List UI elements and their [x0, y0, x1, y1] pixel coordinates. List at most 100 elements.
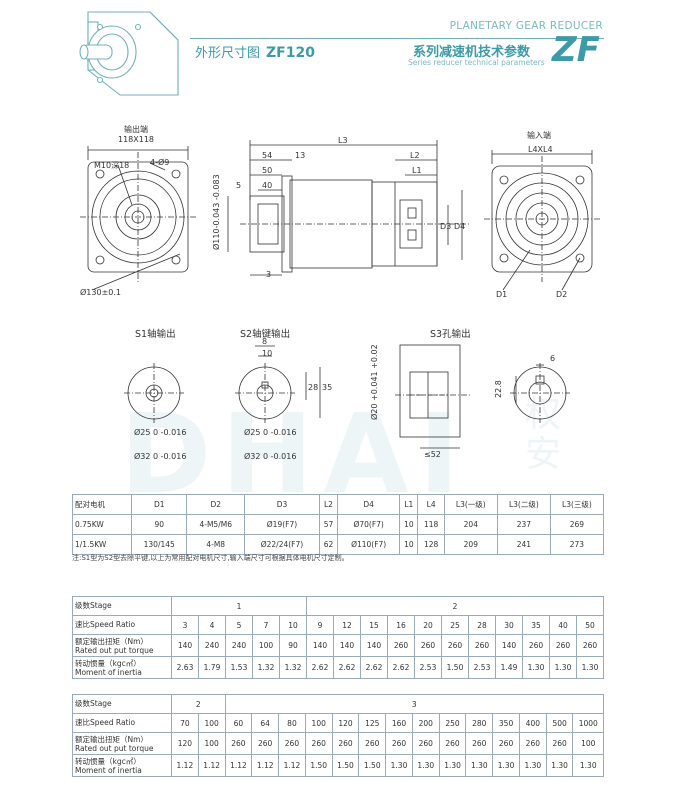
- table-cell: 10: [399, 534, 419, 555]
- torque-cell: 140: [171, 634, 199, 657]
- inertia-cell: 1.12: [251, 754, 280, 777]
- inertia-label-en: Moment of inertia: [75, 667, 142, 677]
- table-header-cell: D1: [131, 494, 188, 515]
- s2-28: 28: [308, 383, 319, 392]
- table-note: 注:S1型为S2型去除平键,以上为常用配对电机尺寸,输入端尺寸可根据具体电机尺寸…: [72, 554, 349, 562]
- ratio-cell: 280: [465, 713, 494, 733]
- torque-cell: 260: [522, 634, 550, 657]
- dim-50: 50: [262, 166, 273, 175]
- ratio-cell: 20: [414, 615, 442, 635]
- torque-cell: 260: [251, 732, 280, 755]
- ratio-label: 速比Speed Ratio: [72, 615, 172, 635]
- s3-6: 6: [550, 354, 556, 363]
- s1-d25: Ø25 0 -0.016: [134, 428, 187, 437]
- table-cell: 0.75KW: [71, 514, 133, 535]
- torque-cell: 260: [576, 634, 604, 657]
- ratio-cell: 160: [385, 713, 413, 733]
- torque-cell: 260: [358, 732, 387, 755]
- ratio-cell: 9: [306, 615, 334, 635]
- stage-value: 3: [224, 694, 605, 714]
- table-cell: Ø70(F7): [337, 514, 401, 535]
- torque-cell: 240: [225, 634, 253, 657]
- inertia-label: 转动惯量（kgc㎡）Moment of inertia: [72, 754, 172, 777]
- m10-label: M10深18: [94, 161, 130, 170]
- inertia-cell: 1.30: [385, 754, 413, 777]
- ratio-label: 速比Speed Ratio: [72, 713, 172, 733]
- table-cell: Ø110(F7): [337, 534, 401, 555]
- torque-cell: 260: [545, 732, 574, 755]
- inertia-cell: 1.50: [441, 656, 469, 679]
- input-end-label: 输入端: [527, 131, 551, 140]
- ratio-cell: 3: [171, 615, 199, 635]
- inertia-cell: 2.62: [333, 656, 361, 679]
- table-cell: 62: [318, 534, 339, 555]
- table-cell: 1/1.5KW: [71, 534, 133, 555]
- table-cell: 130/145: [131, 534, 188, 555]
- ratio-cell: 100: [304, 713, 333, 733]
- ratio-cell: 350: [492, 713, 520, 733]
- ratio-cell: 25: [441, 615, 469, 635]
- stage-value: 1: [171, 596, 307, 616]
- torque-label-en: Rated out put torque: [75, 743, 154, 753]
- torque-cell: 260: [411, 732, 440, 755]
- s3-d20: Ø20 +0.041 +0.02: [370, 344, 379, 420]
- table-cell: 118: [417, 514, 445, 535]
- table-cell: 90: [131, 514, 188, 535]
- torque-cell: 260: [518, 732, 547, 755]
- series-title: 系列减速机技术参数: [413, 45, 531, 60]
- torque-label-en: Rated out put torque: [75, 645, 154, 655]
- table-cell: 10: [399, 514, 419, 535]
- ratio-cell: 5: [225, 615, 253, 635]
- s1-d32: Ø32 0 -0.016: [134, 452, 187, 461]
- ratio-cell: 100: [197, 713, 226, 733]
- ratio-cell: 28: [468, 615, 496, 635]
- table-cell: 241: [496, 534, 551, 555]
- table-cell: 4-M5/M6: [186, 514, 246, 535]
- d2-label: D2: [556, 290, 568, 299]
- s2-d32: Ø32 0 -0.016: [244, 452, 297, 461]
- inertia-cell: 2.63: [171, 656, 199, 679]
- torque-label-cn: 额定输出扭矩（Nm）: [75, 636, 148, 646]
- inertia-cell: 2.53: [468, 656, 496, 679]
- torque-cell: 260: [465, 732, 494, 755]
- torque-cell: 260: [414, 634, 442, 657]
- dim-40: 40: [262, 181, 273, 190]
- motor-dimension-table: 配对电机 D1 D2 D3 L2 D4 L1 L4 L3(一级) L3(二级) …: [71, 494, 605, 555]
- table-row: 0.75KW 90 4-M5/M6 Ø19(F7) 57 Ø70(F7) 10 …: [71, 514, 605, 535]
- table-header-cell: L4: [417, 494, 445, 515]
- ratio-cell: 10: [279, 615, 307, 635]
- dim-5: 5: [236, 181, 242, 190]
- torque-label: 额定输出扭矩（Nm）Rated out put torque: [72, 634, 172, 657]
- table-header-cell: D2: [186, 494, 246, 515]
- dim-l3: L3: [338, 136, 348, 145]
- torque-cell: 100: [252, 634, 280, 657]
- inertia-cell: 1.30: [492, 754, 520, 777]
- torque-cell: 140: [333, 634, 361, 657]
- ratio-cell: 500: [545, 713, 574, 733]
- torque-cell: 260: [441, 634, 469, 657]
- torque-label: 额定输出扭矩（Nm）Rated out put torque: [72, 732, 172, 755]
- ratio-cell: 60: [224, 713, 253, 733]
- l4xl4-label: L4XL4: [528, 145, 553, 154]
- holes-label: 4-Ø9: [150, 158, 170, 167]
- stage-value: 2: [171, 694, 226, 714]
- ratio-cell: 15: [360, 615, 388, 635]
- torque-cell: 240: [198, 634, 226, 657]
- s1-title: S1轴输出: [135, 329, 176, 340]
- inertia-cell: 1.12: [171, 754, 199, 777]
- dim-d3: D3: [440, 222, 452, 231]
- s2-10: 10: [262, 349, 273, 358]
- s3-228: 22.8: [494, 380, 503, 398]
- torque-cell: 260: [331, 732, 360, 755]
- table-cell: Ø19(F7): [244, 514, 320, 535]
- torque-cell: 260: [387, 634, 415, 657]
- pcd-label: Ø130±0.1: [80, 288, 121, 297]
- inertia-cell: 2.53: [414, 656, 442, 679]
